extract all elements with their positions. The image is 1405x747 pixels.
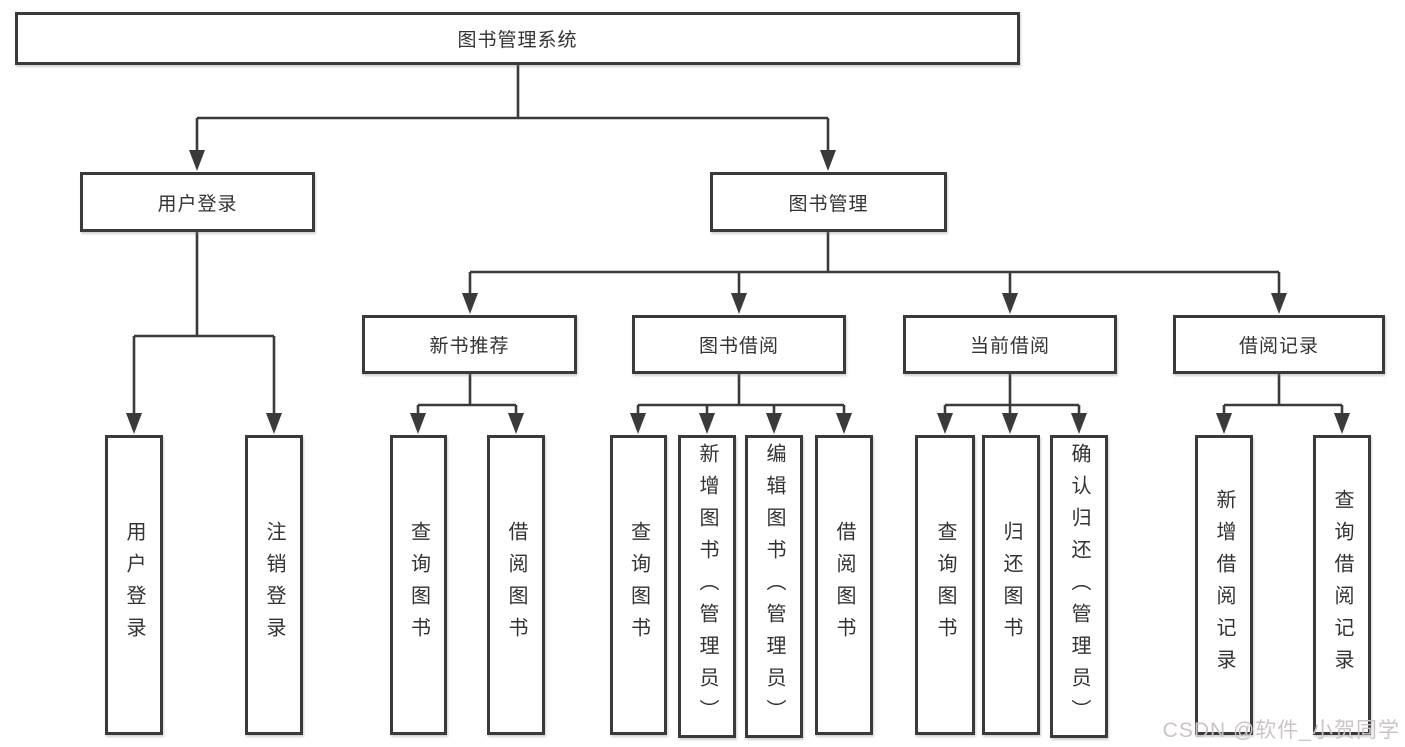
- arrow-down-icon: [836, 413, 852, 434]
- arrow-down-icon: [189, 150, 205, 171]
- node-label: 新增图书（管理员）: [696, 442, 718, 731]
- connector-user-login-to-leaves: [126, 232, 282, 434]
- leaf-add-books-admin: 新增图书（管理员）: [678, 435, 736, 738]
- leaf-user-login: 用户登录: [105, 435, 163, 735]
- connector-root-to-level2: [189, 65, 836, 171]
- connector-book-borrowing-to-leaves: [630, 374, 852, 434]
- node-borrowing-records: 借阅记录: [1173, 315, 1385, 374]
- node-label: 查询借阅记录: [1331, 489, 1353, 681]
- node-book-borrowing: 图书借阅: [632, 315, 846, 374]
- leaf-borrow-books: 借阅图书: [815, 435, 873, 735]
- node-label: 确认归还（管理员）: [1068, 442, 1090, 731]
- arrow-down-icon: [766, 413, 782, 434]
- node-current-borrowing: 当前借阅: [903, 315, 1117, 374]
- leaf-query-borrow-record: 查询借阅记录: [1313, 435, 1371, 735]
- node-label: 编辑图书（管理员）: [763, 442, 785, 731]
- node-label: 归还图书: [1000, 521, 1022, 649]
- arrow-down-icon: [820, 150, 836, 171]
- node-label: 新书推荐: [429, 336, 510, 357]
- arrow-down-icon: [699, 413, 715, 434]
- arrow-down-icon: [1216, 413, 1232, 434]
- node-label: 借阅记录: [1238, 336, 1319, 357]
- node-label: 查询图书: [934, 521, 956, 649]
- csdn-watermark: CSDN @软件_小贺同学: [1162, 719, 1400, 742]
- node-user-login: 用户登录: [80, 172, 315, 232]
- node-new-book-recommendation: 新书推荐: [362, 315, 577, 374]
- node-label: 图书管理系统: [457, 30, 578, 51]
- arrow-down-icon: [937, 413, 953, 434]
- node-label: 新增借阅记录: [1213, 489, 1235, 681]
- node-label: 用户登录: [123, 521, 145, 649]
- node-label: 查询图书: [407, 521, 430, 649]
- arrow-down-icon: [410, 413, 426, 434]
- arrow-down-icon: [731, 293, 747, 314]
- arrow-down-icon: [1334, 413, 1350, 434]
- leaf-query-books-borrowing: 查询图书: [610, 435, 667, 735]
- connector-current-borrowing-to-leaves: [937, 374, 1087, 434]
- arrow-down-icon: [462, 293, 478, 314]
- arrow-down-icon: [1002, 293, 1018, 314]
- connector-book-management-to-level3: [462, 232, 1287, 314]
- arrow-down-icon: [1071, 413, 1087, 434]
- connector-new-book-recommendation-to-leaves: [410, 374, 524, 434]
- node-book-management: 图书管理: [710, 172, 947, 232]
- arrow-down-icon: [1271, 293, 1287, 314]
- leaf-add-borrow-record: 新增借阅记录: [1195, 435, 1253, 735]
- arrow-down-icon: [508, 413, 524, 434]
- arrow-down-icon: [126, 413, 142, 434]
- leaf-edit-books-admin: 编辑图书（管理员）: [745, 435, 803, 738]
- node-label: 图书管理: [788, 193, 869, 215]
- arrow-down-icon: [1002, 413, 1018, 434]
- leaf-borrow-books-recommend: 借阅图书: [487, 435, 545, 735]
- leaf-logout-login: 注销登录: [245, 435, 303, 735]
- arrow-down-icon: [266, 413, 282, 434]
- node-label: 图书借阅: [698, 336, 779, 357]
- leaf-return-books: 归还图书: [982, 435, 1040, 735]
- node-label: 查询图书: [627, 521, 650, 649]
- leaf-confirm-return-admin: 确认归还（管理员）: [1050, 435, 1108, 738]
- leaf-query-books-current: 查询图书: [915, 435, 975, 735]
- node-label: 借阅图书: [833, 521, 855, 649]
- arrow-down-icon: [630, 413, 646, 434]
- node-label: 注销登录: [263, 521, 285, 649]
- node-label: 借阅图书: [505, 521, 527, 649]
- leaf-query-books-recommend: 查询图书: [390, 435, 447, 735]
- connector-borrowing-records-to-leaves: [1216, 374, 1350, 434]
- node-label: 当前借阅: [969, 336, 1050, 357]
- node-library-management-system: 图书管理系统: [15, 12, 1020, 65]
- node-label: 用户登录: [157, 193, 238, 215]
